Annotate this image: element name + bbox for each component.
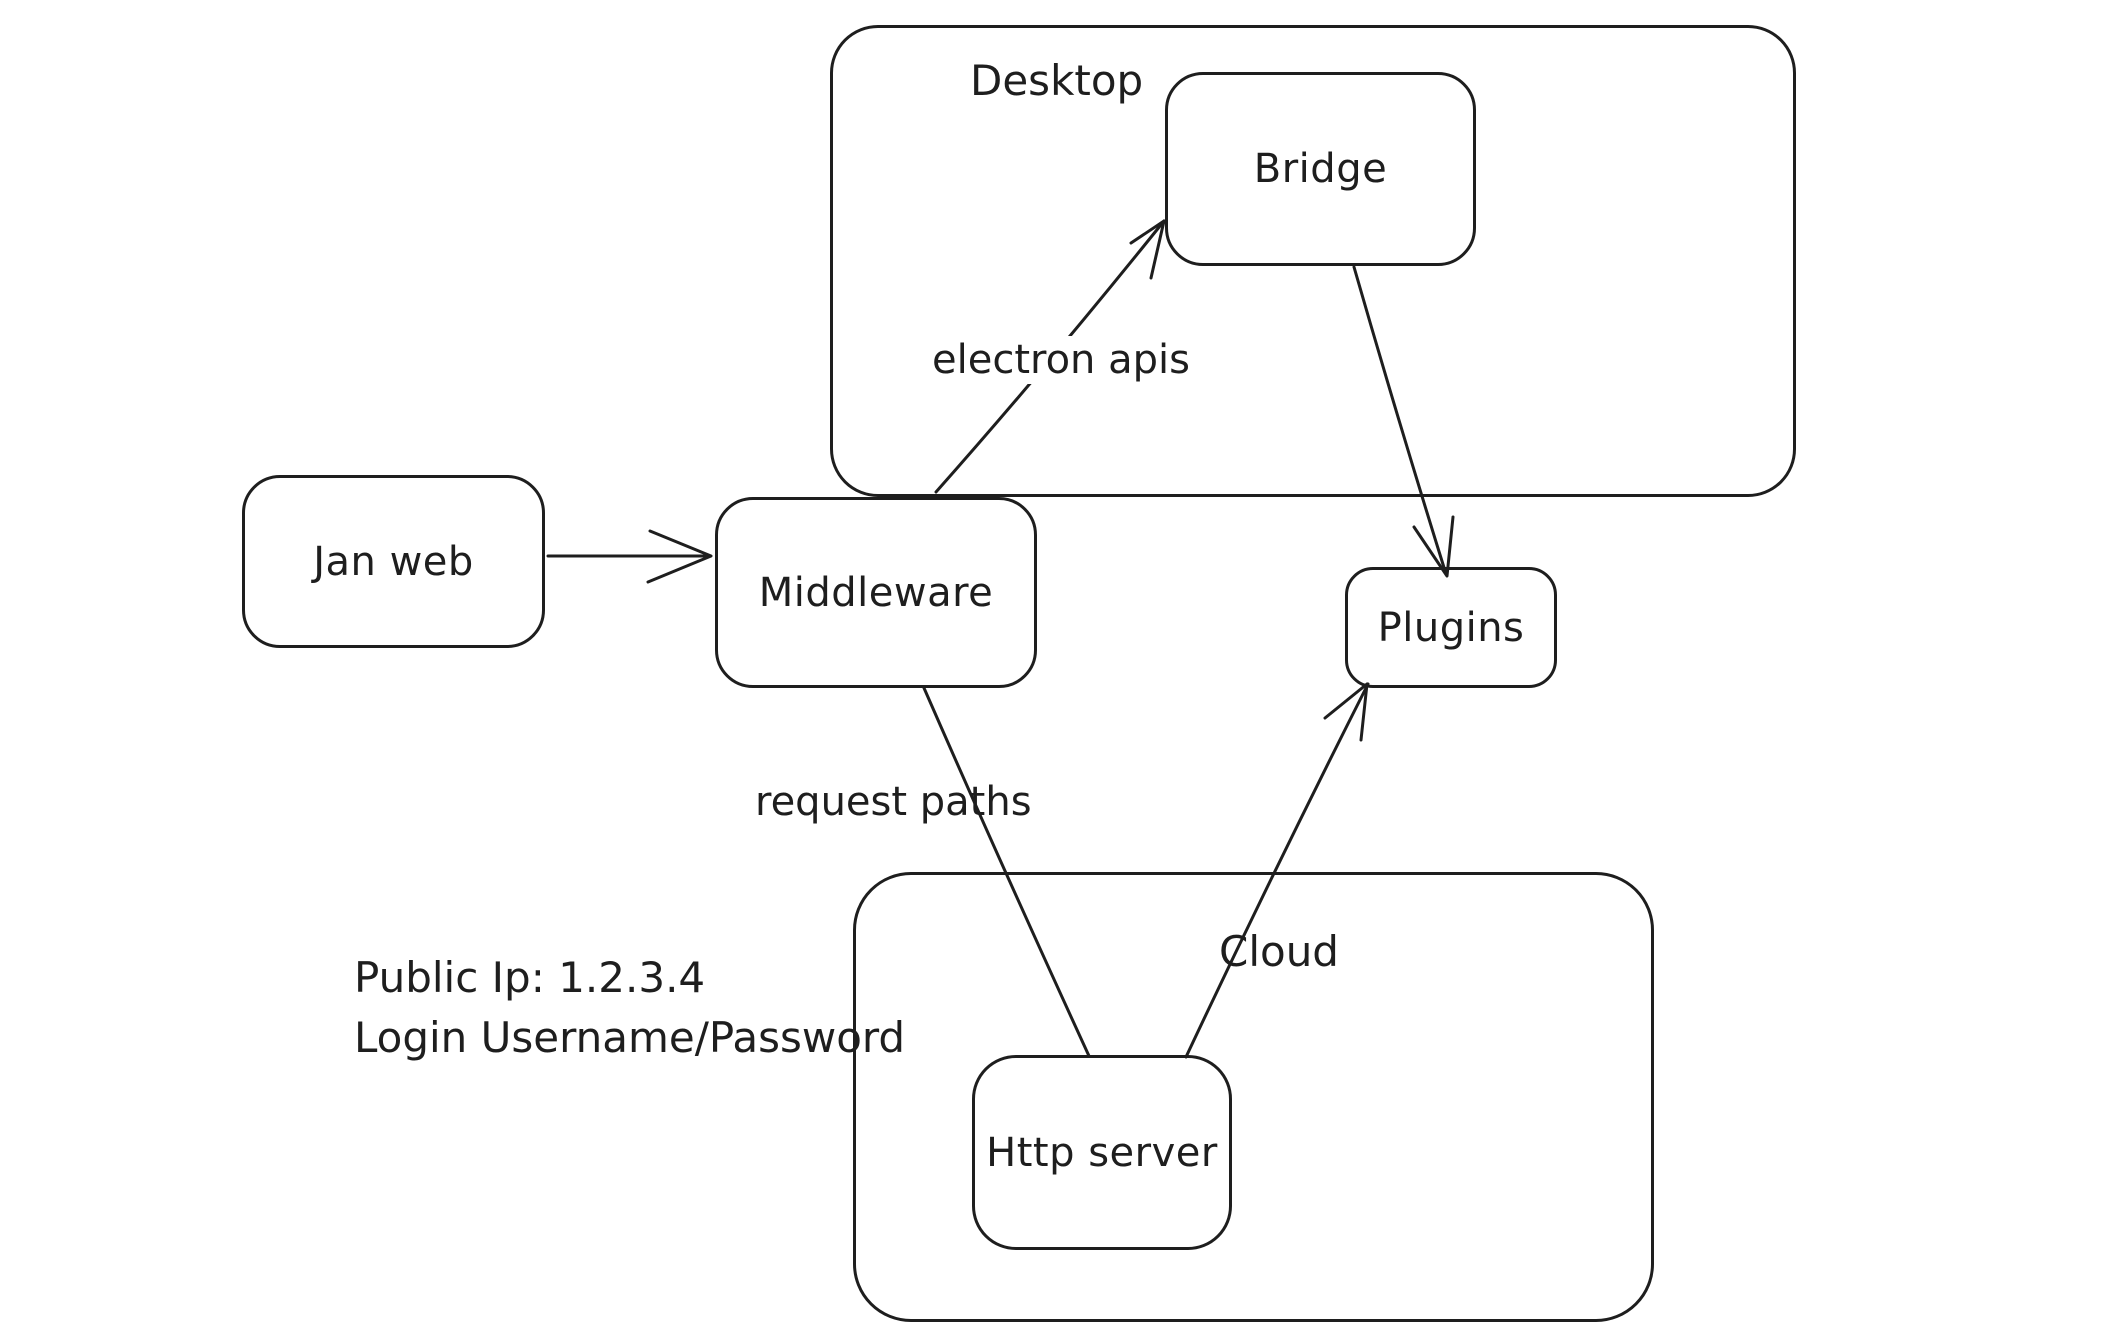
credentials-note-line1: Public Ip: 1.2.3.4 (354, 953, 706, 1002)
arrow-bridge-to-plugins[interactable] (1352, 265, 1455, 578)
http-server-node[interactable]: Http server (972, 1055, 1232, 1250)
arrow-janweb-to-middleware[interactable] (546, 529, 713, 584)
desktop-container-label: Desktop (970, 56, 1144, 105)
http-server-node-label: Http server (986, 1129, 1218, 1176)
jan-web-node-label: Jan web (313, 538, 474, 585)
plugins-node-label: Plugins (1377, 604, 1525, 651)
electron-apis-edge-label[interactable]: electron apis (922, 336, 1200, 384)
desktop-container-box[interactable]: Desktop (830, 25, 1796, 497)
cloud-container-label: Cloud (1219, 927, 1339, 976)
credentials-note[interactable]: Public Ip: 1.2.3.4 Login Username/Passwo… (354, 948, 905, 1068)
middleware-node-label: Middleware (758, 569, 994, 616)
cloud-container-box[interactable]: Cloud (853, 872, 1654, 1322)
bridge-node[interactable]: Bridge (1165, 72, 1476, 266)
request-paths-edge-label[interactable]: request paths (755, 779, 1032, 825)
middleware-node[interactable]: Middleware (715, 497, 1037, 688)
line-middleware-to-httpserver[interactable] (922, 686, 1091, 1058)
credentials-note-line2: Login Username/Password (354, 1013, 906, 1062)
bridge-node-label: Bridge (1253, 146, 1388, 192)
plugins-node[interactable]: Plugins (1345, 567, 1557, 688)
jan-web-node[interactable]: Jan web (242, 475, 545, 648)
arrow-httpserver-to-plugins[interactable] (1184, 682, 1370, 1059)
